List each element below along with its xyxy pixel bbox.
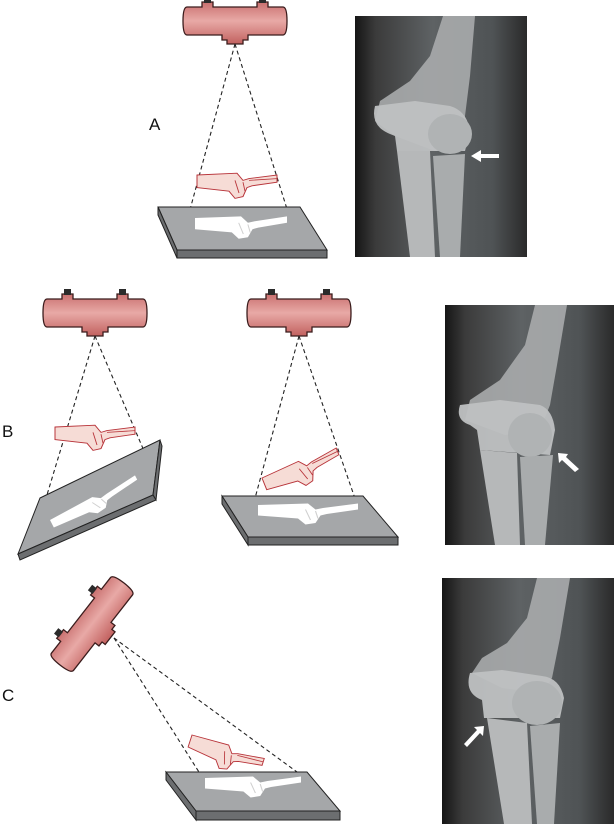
- panel-label-b: B: [2, 422, 14, 441]
- white-arrow-icon: [558, 453, 579, 472]
- elbow-bones-icon: [260, 445, 346, 501]
- xray-tube-icon: [42, 288, 148, 337]
- xray-tube-icon: [246, 288, 352, 337]
- panel-label-c: C: [2, 686, 15, 705]
- panel-label-a: A: [149, 115, 161, 134]
- white-arrow-icon: [464, 726, 484, 747]
- panel-c-diagram: [40, 567, 342, 822]
- radiograph-a: [355, 16, 527, 257]
- panel-b-right-diagram: [221, 288, 400, 547]
- xray-tube-icon: [182, 0, 288, 45]
- xray-tube-icon: [40, 567, 143, 680]
- white-arrow-icon: [471, 150, 499, 162]
- elbow-bones-icon: [54, 424, 136, 451]
- radiograph-b: [445, 305, 614, 545]
- panel-b-left-diagram: [17, 288, 163, 561]
- panel-a-diagram: [157, 0, 328, 259]
- radiograph-c: [442, 578, 614, 824]
- elbow-bones-icon: [196, 172, 278, 199]
